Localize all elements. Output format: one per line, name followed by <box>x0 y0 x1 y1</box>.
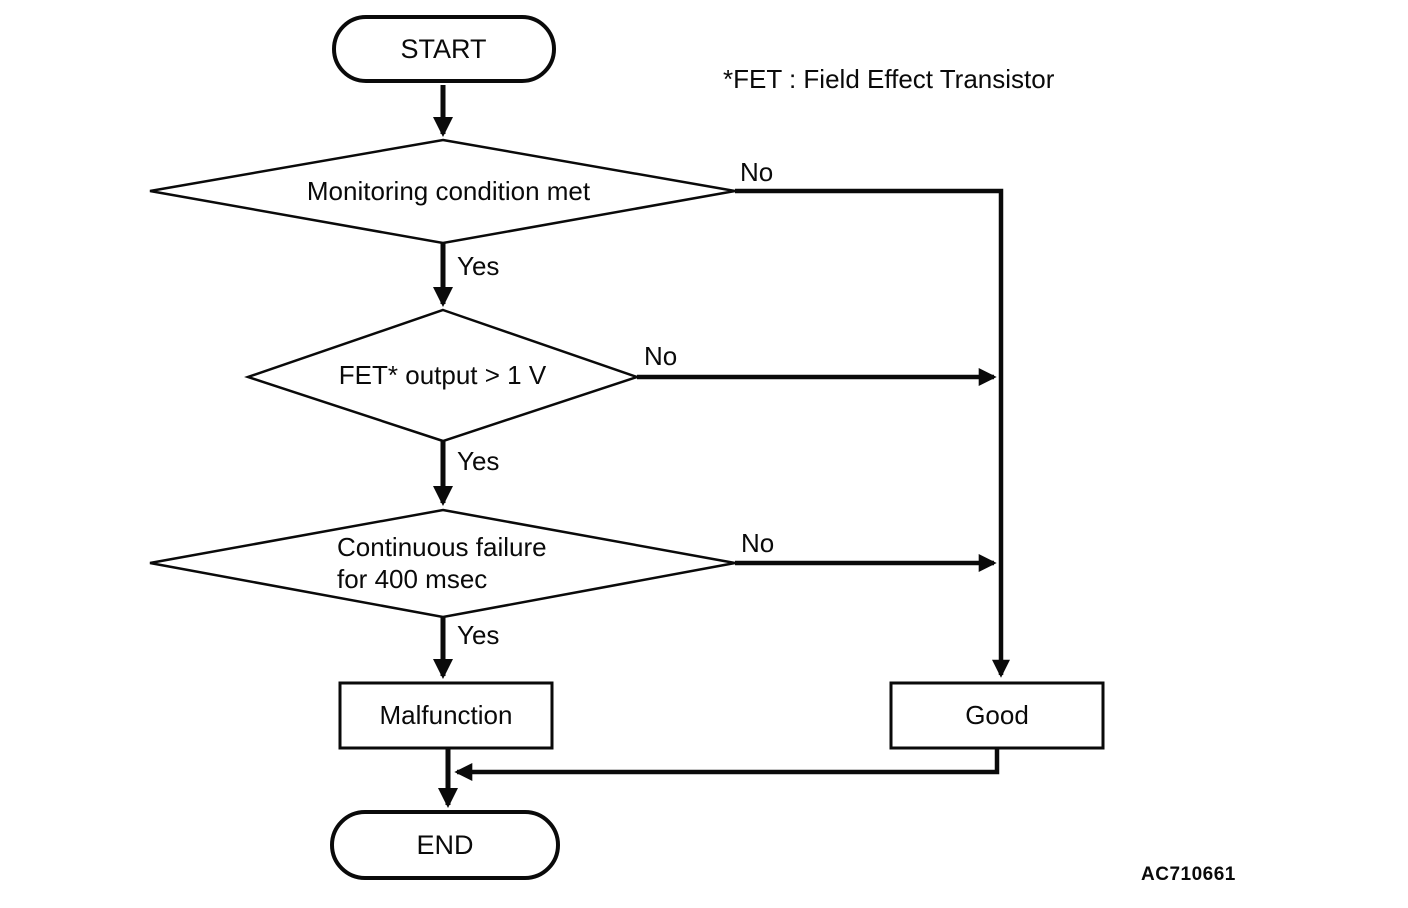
figure-code: AC710661 <box>1141 864 1236 885</box>
malfunction-node-label: Malfunction <box>379 700 513 730</box>
no-label-1: No <box>740 157 774 187</box>
no-label-2: No <box>644 341 678 371</box>
decision2-label: FET* output > 1 V <box>338 360 547 390</box>
fet-footnote: *FET : Field Effect Transistor <box>723 64 1055 94</box>
arrow-no1-to-good <box>735 188 1010 678</box>
decision3-label-line1: Continuous failure <box>337 532 547 562</box>
no-label-3: No <box>741 528 775 558</box>
decision3-label: Continuous failure for 400 msec <box>337 531 547 595</box>
end-node-label: END <box>416 829 474 860</box>
yes-label-1: Yes <box>457 251 500 281</box>
arrow-good-to-join <box>454 748 1000 781</box>
start-node-label: START <box>400 33 487 64</box>
yes-label-3: Yes <box>457 620 500 650</box>
decision3-label-line2: for 400 msec <box>337 564 488 594</box>
start-terminator-shape <box>332 15 556 83</box>
yes-label-2: Yes <box>457 446 500 476</box>
end-terminator-shape <box>330 810 560 880</box>
good-box-shape <box>889 681 1105 750</box>
decision1-label: Monitoring condition met <box>306 176 591 206</box>
good-node-label: Good <box>965 700 1029 730</box>
malfunction-box-shape <box>338 681 554 750</box>
